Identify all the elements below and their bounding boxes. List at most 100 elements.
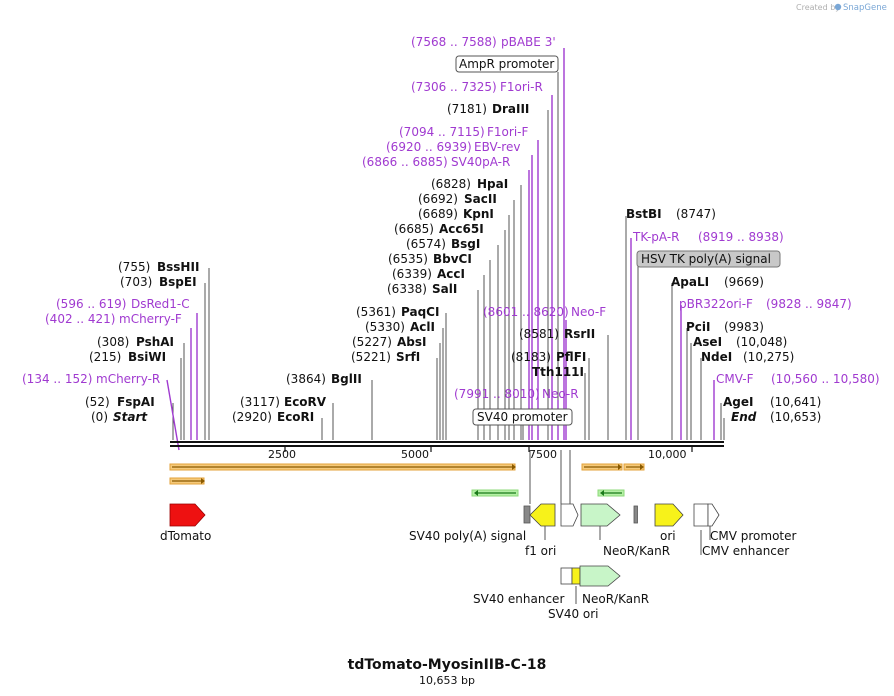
enzyme-name[interactable]: EcoRI [277,410,314,424]
dtomato-label: dTomato [160,529,211,543]
primer-name[interactable]: mCherry-R [96,372,160,386]
cmv-promoter-feature[interactable] [707,503,720,527]
enzyme-name[interactable]: AseI [693,335,722,349]
ruler-tick-label: 10,000 [648,448,687,461]
feature-leaders [529,450,711,604]
primer-name[interactable]: F1ori-R [500,80,543,94]
sv40-polya-label: SV40 poly(A) signal [409,529,526,543]
primer-pos: (402 .. 421) [45,312,115,326]
feature-row-2 [560,565,621,587]
hsv-tk-polya-box[interactable] [636,250,781,268]
enzyme-name[interactable]: BsiWI [128,350,166,364]
primer-pos: (6866 .. 6885) [362,155,448,169]
enzyme-pos: (5221) [351,350,391,364]
hsv-tk-polya-label: HSV TK poly(A) signal [641,252,771,266]
primer-name[interactable]: DsRed1-C [131,297,190,311]
enzyme-name[interactable]: EcoRV [284,395,327,409]
enzyme-pos: (3117) [240,395,280,409]
primer-name[interactable]: CMV-F [716,372,754,386]
enzyme-name[interactable]: Acc65I [439,222,484,236]
start-pos: (0) [91,410,108,424]
ruler-tick-label: 7500 [529,448,557,461]
created-by-text: Created by [796,3,840,12]
enzyme-name[interactable]: AgeI [723,395,753,409]
snapgene-logo-icon [834,3,842,11]
end-label: End [731,410,757,424]
enzyme-name[interactable]: PshAI [136,335,174,349]
enzyme-pos: (6828) [431,177,471,191]
start-label: Start [113,410,148,424]
primer-pos: (7568 .. 7588) [411,35,497,49]
enzyme-name[interactable]: HpaI [477,177,508,191]
primer-name[interactable]: Neo-F [571,305,606,319]
primer-pos: (8601 .. 8620) [483,305,569,319]
sv40-enhancer-feature[interactable] [560,567,573,585]
cmv-enhancer-feature[interactable] [693,503,709,527]
enzyme-name[interactable]: PaqCI [401,305,439,319]
enzyme-name[interactable]: BsgI [451,237,480,251]
enzyme-name[interactable]: BssHII [157,260,199,274]
neor-kanr-feature[interactable] [580,503,621,527]
enzyme-pos: (10,641) [770,395,821,409]
enzyme-name[interactable]: KpnI [463,207,494,221]
enzyme-name[interactable]: BstBI [626,207,662,221]
ori-feature[interactable] [654,503,684,527]
neor-kanr-feature-2[interactable] [579,565,621,587]
primer-name[interactable]: SV40pA-R [451,155,510,169]
enzyme-name[interactable]: RsrII [564,327,595,341]
ori-label: ori [660,529,676,543]
enzyme-name[interactable]: FspAI [117,395,155,409]
primer-name[interactable]: pBABE 3' [501,35,556,49]
enzyme-pos: (5361) [356,305,396,319]
enzyme-name[interactable]: BglII [331,372,362,386]
enzyme-name[interactable]: BbvCI [433,252,472,266]
sv40-ori-feature[interactable] [571,567,581,585]
enzyme-name[interactable]: DraIII [492,102,529,116]
orf-bars [169,463,645,497]
enzyme-name[interactable]: SrfI [396,350,420,364]
inner-labels: (8601 .. 8620) Neo-F (8581) RsrII (8183)… [454,305,606,426]
mid-labels: (3117) EcoRV (2920) EcoRI (3864) BglII [232,372,362,424]
cmv-promoter-label: CMV promoter [710,529,797,543]
sv40-promoter-box[interactable] [472,408,573,426]
enzyme-name[interactable]: ApaLI [671,275,709,289]
hsv-tk-polya-feature[interactable] [633,505,638,524]
plasmid-title: tdTomato-MyosinIIB-C-18 [348,657,547,673]
enzyme-pos: (308) [97,335,129,349]
primer-name[interactable]: TK-pA-R [632,230,680,244]
left-cluster-labels: (755) BssHII (703) BspEI (596 .. 619) Ds… [22,260,199,424]
f1-ori-feature[interactable] [529,503,556,527]
primer-name[interactable]: pBR322ori-F [679,297,753,311]
snapgene-brand-text: SnapGene [843,3,887,13]
enzyme-name[interactable]: AbsI [397,335,426,349]
neor-kanr-label-2: NeoR/KanR [582,592,649,606]
enzyme-name[interactable]: SacII [464,192,497,206]
primer-name[interactable]: Neo-R [542,387,579,401]
enzyme-name[interactable]: Tth111I [532,365,584,379]
primer-name[interactable]: EBV-rev [474,140,520,154]
enzyme-name[interactable]: BspEI [159,275,197,289]
enzyme-name[interactable]: AclI [410,320,435,334]
primer-name[interactable]: mCherry-F [119,312,182,326]
ampr-promoter-box[interactable] [455,55,559,73]
sv40-polya-feature[interactable] [523,505,531,524]
enzyme-name[interactable]: SalI [432,282,457,296]
sv40-enhancer-label: SV40 enhancer [473,592,564,606]
enzyme-pos: (9983) [724,320,764,334]
enzyme-name[interactable]: NdeI [701,350,732,364]
enzyme-name[interactable]: PflFI [556,350,586,364]
primer-name[interactable]: F1ori-F [487,125,528,139]
enzyme-pos: (8581) [519,327,559,341]
enzyme-pos: (8183) [511,350,551,364]
enzyme-pos: (6685) [394,222,434,236]
dtomato-feature[interactable] [169,503,206,527]
end-pos: (10,653) [770,410,821,424]
primer-pos: (7306 .. 7325) [411,80,497,94]
enzyme-name[interactable]: PciI [686,320,711,334]
enzyme-name[interactable]: AccI [437,267,465,281]
primer-pos: (7991 .. 8010) [454,387,540,401]
promoter-feature[interactable] [560,503,579,527]
primer-pos: (9828 .. 9847) [766,297,852,311]
enzyme-pos: (755) [118,260,150,274]
enzyme-pos: (6689) [418,207,458,221]
